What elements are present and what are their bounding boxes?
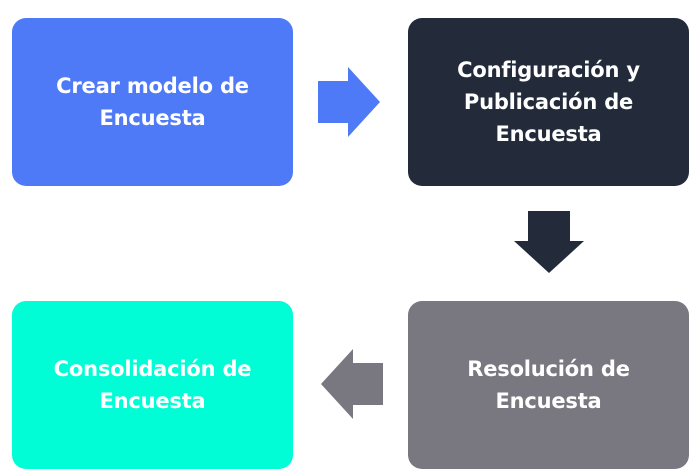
step-box-consolidacion: Consolidación de Encuesta	[12, 301, 293, 469]
step-label-resolucion: Resolución de Encuesta	[467, 357, 630, 413]
arrow-right-icon	[318, 67, 380, 137]
step-label-consolidacion: Consolidación de Encuesta	[53, 357, 252, 413]
step-box-crear-modelo: Crear modelo de Encuesta	[12, 18, 293, 186]
step-box-resolucion: Resolución de Encuesta	[408, 301, 689, 469]
step-box-configuracion-publicacion: Configuración y Publicación de Encuesta	[408, 18, 689, 186]
arrow-left-icon	[321, 349, 383, 419]
arrow-down-icon	[514, 211, 584, 273]
step-label-crear-modelo: Crear modelo de Encuesta	[56, 74, 249, 130]
step-label-configuracion-publicacion: Configuración y Publicación de Encuesta	[457, 58, 640, 146]
